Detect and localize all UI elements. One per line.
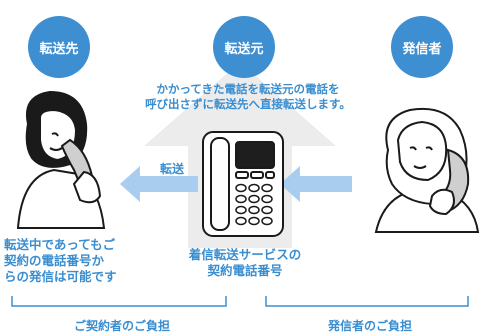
note-line-2: 契約の電話番号か — [4, 253, 105, 268]
transfer-label: 転送 — [159, 162, 184, 176]
node-source: 転送元 — [213, 16, 275, 78]
service-caption-line-1: 着信転送サービスの — [188, 247, 302, 262]
description-line-2: 呼び出さずに転送先へ直接転送します。 — [145, 97, 351, 111]
note-line-3: らの発信は可能です — [4, 269, 117, 284]
service-caption-line-2: 契約電話番号 — [207, 263, 283, 278]
cost-label-subscriber: ご契約者のご負担 — [73, 319, 170, 333]
service-caption: 着信転送サービスの 契約電話番号 — [172, 247, 318, 279]
node-caller: 発信者 — [391, 16, 453, 78]
node-destination: 転送先 — [28, 16, 90, 78]
caller-person-illustration — [374, 108, 480, 233]
cost-bracket-left — [11, 296, 227, 307]
incoming-arrow — [280, 166, 352, 202]
note-line-1: 転送中であってもご — [4, 237, 116, 252]
description-line-1: かかってきた電話を転送元の電話を — [156, 82, 340, 96]
transfer-arrow-left — [120, 166, 198, 202]
cost-label-caller: 発信者のご負担 — [327, 319, 412, 333]
destination-person-illustration — [16, 90, 106, 229]
cost-bracket-right — [265, 296, 469, 307]
telephone-icon — [202, 131, 284, 237]
description: かかってきた電話を転送元の電話を 呼び出さずに転送先へ直接転送します。 — [118, 82, 378, 112]
outgoing-call-note: 転送中であってもご 契約の電話番号か らの発信は可能です — [4, 237, 122, 285]
